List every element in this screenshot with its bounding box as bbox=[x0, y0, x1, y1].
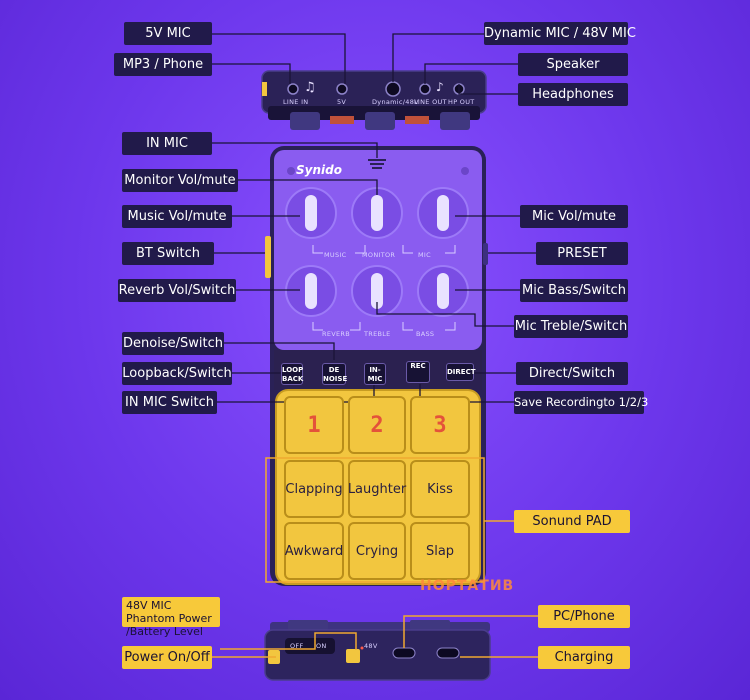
knob-reverb bbox=[285, 265, 337, 317]
label-music: Music Vol/mute bbox=[122, 205, 232, 228]
top-port-panel bbox=[261, 70, 487, 130]
knob-monitor bbox=[351, 187, 403, 239]
label-48v: 48V bbox=[364, 642, 378, 650]
headphone-icon: ♪ bbox=[436, 80, 444, 94]
bottom-panel bbox=[264, 620, 491, 681]
label-preset: PRESET bbox=[536, 242, 628, 265]
label-in-mic: IN MIC bbox=[122, 132, 212, 155]
label-sound-pad: Sonund PAD bbox=[514, 510, 630, 533]
in-mic-grill bbox=[368, 159, 386, 169]
port-label-dynamic: Dynamic/48V bbox=[372, 98, 419, 106]
label-speaker: Speaker bbox=[518, 53, 628, 76]
knob-bass bbox=[417, 265, 469, 317]
label-headphones: Headphones bbox=[518, 83, 628, 106]
label-save-recording: Save Recordingto 1/2/3 bbox=[514, 391, 648, 414]
port-label-5v: 5V bbox=[337, 98, 347, 106]
loopback-button[interactable]: LOOP BACK bbox=[281, 363, 303, 385]
knob-label-bass: BASS bbox=[416, 330, 435, 338]
music-note-icon: ♫ bbox=[304, 80, 316, 95]
label-direct: Direct/Switch bbox=[516, 362, 628, 385]
pad-laughter[interactable]: Laughter bbox=[348, 460, 406, 518]
label-denoise: Denoise/Switch bbox=[122, 332, 224, 355]
label-phantom-power: 48V MIC Phantom Power /Battery Level bbox=[122, 597, 220, 638]
label-power: Power On/Off bbox=[122, 646, 212, 669]
pad-2[interactable]: 2 bbox=[348, 396, 406, 454]
label-charging: Charging bbox=[538, 646, 630, 669]
knob-mic bbox=[417, 187, 469, 239]
pad-3[interactable]: 3 bbox=[410, 396, 470, 454]
pad-1-number: 1 bbox=[307, 412, 321, 438]
label-mic-vol: Mic Vol/mute bbox=[520, 205, 628, 228]
pad-clapping[interactable]: Clapping bbox=[284, 460, 344, 518]
port-label-line-out: LINE OUT bbox=[414, 98, 447, 106]
label-mic-bass: Mic Bass/Switch bbox=[520, 279, 628, 302]
pad-crying[interactable]: Crying bbox=[348, 522, 406, 580]
knob-music bbox=[285, 187, 337, 239]
port-label-hp-out: HP OUT bbox=[448, 98, 475, 106]
label-5v-mic: 5V MIC bbox=[124, 22, 212, 45]
knob-label-reverb: REVERB bbox=[322, 330, 350, 338]
switch-on-label: ON bbox=[316, 642, 327, 650]
knob-label-music: MUSIC bbox=[324, 251, 347, 259]
watermark: НОРТАТИВ bbox=[420, 578, 515, 594]
label-in-mic-switch: IN MIC Switch bbox=[122, 391, 217, 414]
brand-logo: Synido bbox=[296, 163, 342, 177]
denoise-button[interactable]: DE NOISE bbox=[322, 363, 347, 385]
label-mic-treble: Mic Treble/Switch bbox=[514, 315, 628, 338]
rec-button[interactable]: REC bbox=[406, 361, 430, 383]
direct-button[interactable]: DIRECT bbox=[446, 363, 476, 381]
in-mic-button[interactable]: IN- MIC bbox=[364, 363, 386, 385]
label-loopback: Loopback/Switch bbox=[122, 362, 232, 385]
connector-lines bbox=[212, 33, 536, 403]
gold-connector-lines bbox=[212, 457, 538, 658]
pad-slap[interactable]: Slap bbox=[410, 522, 470, 580]
knob-label-treble: TREBLE bbox=[364, 330, 391, 338]
label-mp3-phone: MP3 / Phone bbox=[114, 53, 212, 76]
label-bt-switch: BT Switch bbox=[122, 242, 214, 265]
pad-awkward[interactable]: Awkward bbox=[284, 522, 344, 580]
switch-off-label: OFF bbox=[290, 642, 304, 650]
label-dynamic-mic: Dynamic MIC / 48V MIC bbox=[484, 22, 636, 45]
knob-treble bbox=[351, 265, 403, 317]
label-pc-phone: PC/Phone bbox=[538, 605, 630, 628]
label-reverb: Reverb Vol/Switch bbox=[118, 279, 236, 302]
label-monitor: Monitor Vol/mute bbox=[122, 169, 238, 192]
knobs bbox=[285, 187, 469, 317]
knob-label-mic: MIC bbox=[418, 251, 431, 259]
knob-label-monitor: MONITOR bbox=[362, 251, 396, 259]
pad-3-number: 3 bbox=[433, 412, 447, 438]
pad-kiss[interactable]: Kiss bbox=[410, 460, 470, 518]
port-label-line-in: LINE IN bbox=[283, 98, 309, 106]
pad-1[interactable]: 1 bbox=[284, 396, 344, 454]
pad-2-number: 2 bbox=[370, 412, 384, 438]
